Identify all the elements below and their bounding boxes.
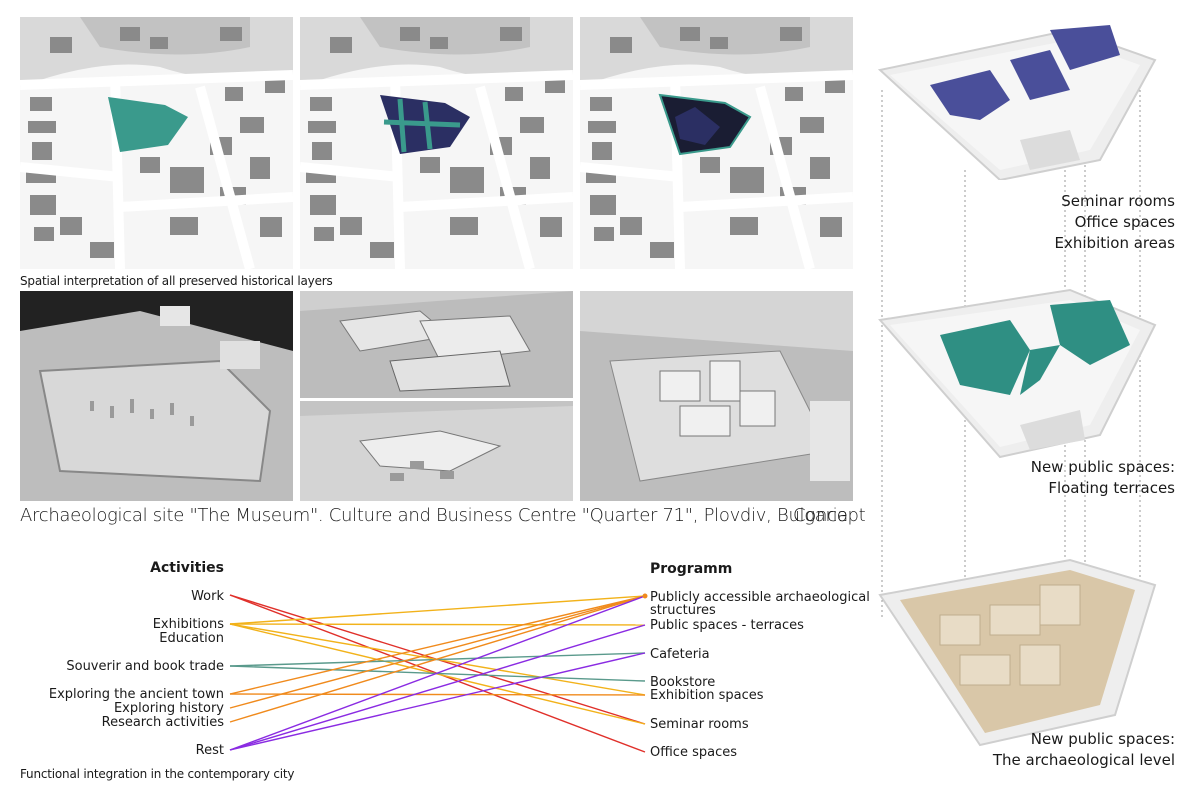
layer-top-label-2: Office spaces [1074, 213, 1175, 231]
layer-top-labels: Seminar rooms Office spaces Exhibition a… [980, 191, 1175, 254]
layer-middle-model [870, 285, 1170, 460]
programm-title: Programm [650, 561, 733, 577]
activity-history: Exploring history [113, 701, 224, 716]
model-photo-1 [20, 291, 293, 501]
programm-exhibition: Exhibition spaces [650, 688, 764, 703]
link-history-archaeological [229, 595, 646, 709]
activity-work: Work [191, 589, 224, 604]
map-panel-2 [300, 17, 573, 269]
layer-middle-terrace-1 [940, 320, 1030, 395]
link-ancient-archaeological [229, 595, 646, 695]
layer-bottom-label-1: New public spaces: [1030, 730, 1175, 748]
site-map-navy [300, 17, 573, 269]
map-panel-1 [20, 17, 293, 269]
maps-caption: Spatial interpretation of all preserved … [20, 274, 333, 288]
layer-middle-label-1: New public spaces: [1030, 458, 1175, 476]
activities-title: Activities [150, 560, 224, 576]
site-map-dark [580, 17, 853, 269]
layer-middle-label-2: Floating terraces [1048, 479, 1175, 497]
link-exhibitions-archaeological [229, 595, 646, 625]
layer-top-roof-3 [1050, 25, 1120, 70]
layer-top-model [870, 20, 1170, 180]
activity-rest: Rest [195, 743, 224, 758]
site-outline-teal [108, 97, 188, 152]
link-rest-cafeteria [229, 652, 646, 751]
programm-seminar: Seminar rooms [650, 717, 749, 732]
layer-middle-labels: New public spaces: Floating terraces [980, 457, 1175, 499]
layer-bottom-model [870, 555, 1170, 750]
layer-middle-terrace-3 [1050, 300, 1130, 365]
link-ancient-exhibition [229, 693, 646, 696]
activity-research: Research activities [101, 715, 224, 730]
programm-office: Office spaces [650, 745, 737, 760]
link-rest-terraces [229, 624, 646, 751]
activity-souvenir: Souverir and book trade [66, 659, 224, 674]
link-research-archaeological [229, 595, 646, 723]
programm-archaeological: Publicly accessible archaeological [650, 590, 870, 605]
model-photo-3 [300, 401, 573, 501]
activity-exhibitions: Exhibitions [152, 617, 224, 632]
programm-bookstore: Bookstore [650, 675, 716, 690]
photos-caption: Archaeological site "The Museum". Cultur… [20, 505, 849, 526]
layer-top-roof-2 [1010, 50, 1070, 100]
link-exhibitions-terraces [229, 623, 646, 626]
programm-structures: structures [650, 603, 716, 618]
layer-top-label-3: Exhibition areas [1054, 234, 1175, 252]
layer-middle-terrace-2 [1020, 345, 1060, 395]
layer-top-roof-1 [930, 70, 1010, 120]
layer-bottom-label-2: The archaeological level [992, 751, 1175, 769]
layer-bottom-labels: New public spaces: The archaeological le… [980, 729, 1175, 771]
map-panel-3 [580, 17, 853, 269]
model-photo-2 [300, 291, 573, 398]
diagram-caption: Functional integration in the contempora… [20, 767, 295, 781]
programm-cafeteria: Cafeteria [650, 647, 710, 662]
programm-terraces: Public spaces - terraces [650, 618, 804, 633]
concept-caption: Concept [793, 505, 866, 526]
activity-education: Education [159, 631, 224, 646]
site-map-teal [20, 17, 293, 269]
link-rest-archaeological [229, 595, 646, 751]
model-photo-4 [580, 291, 853, 501]
activity-ancient-town: Exploring the ancient town [48, 687, 224, 702]
layer-top-label-1: Seminar rooms [1061, 192, 1175, 210]
